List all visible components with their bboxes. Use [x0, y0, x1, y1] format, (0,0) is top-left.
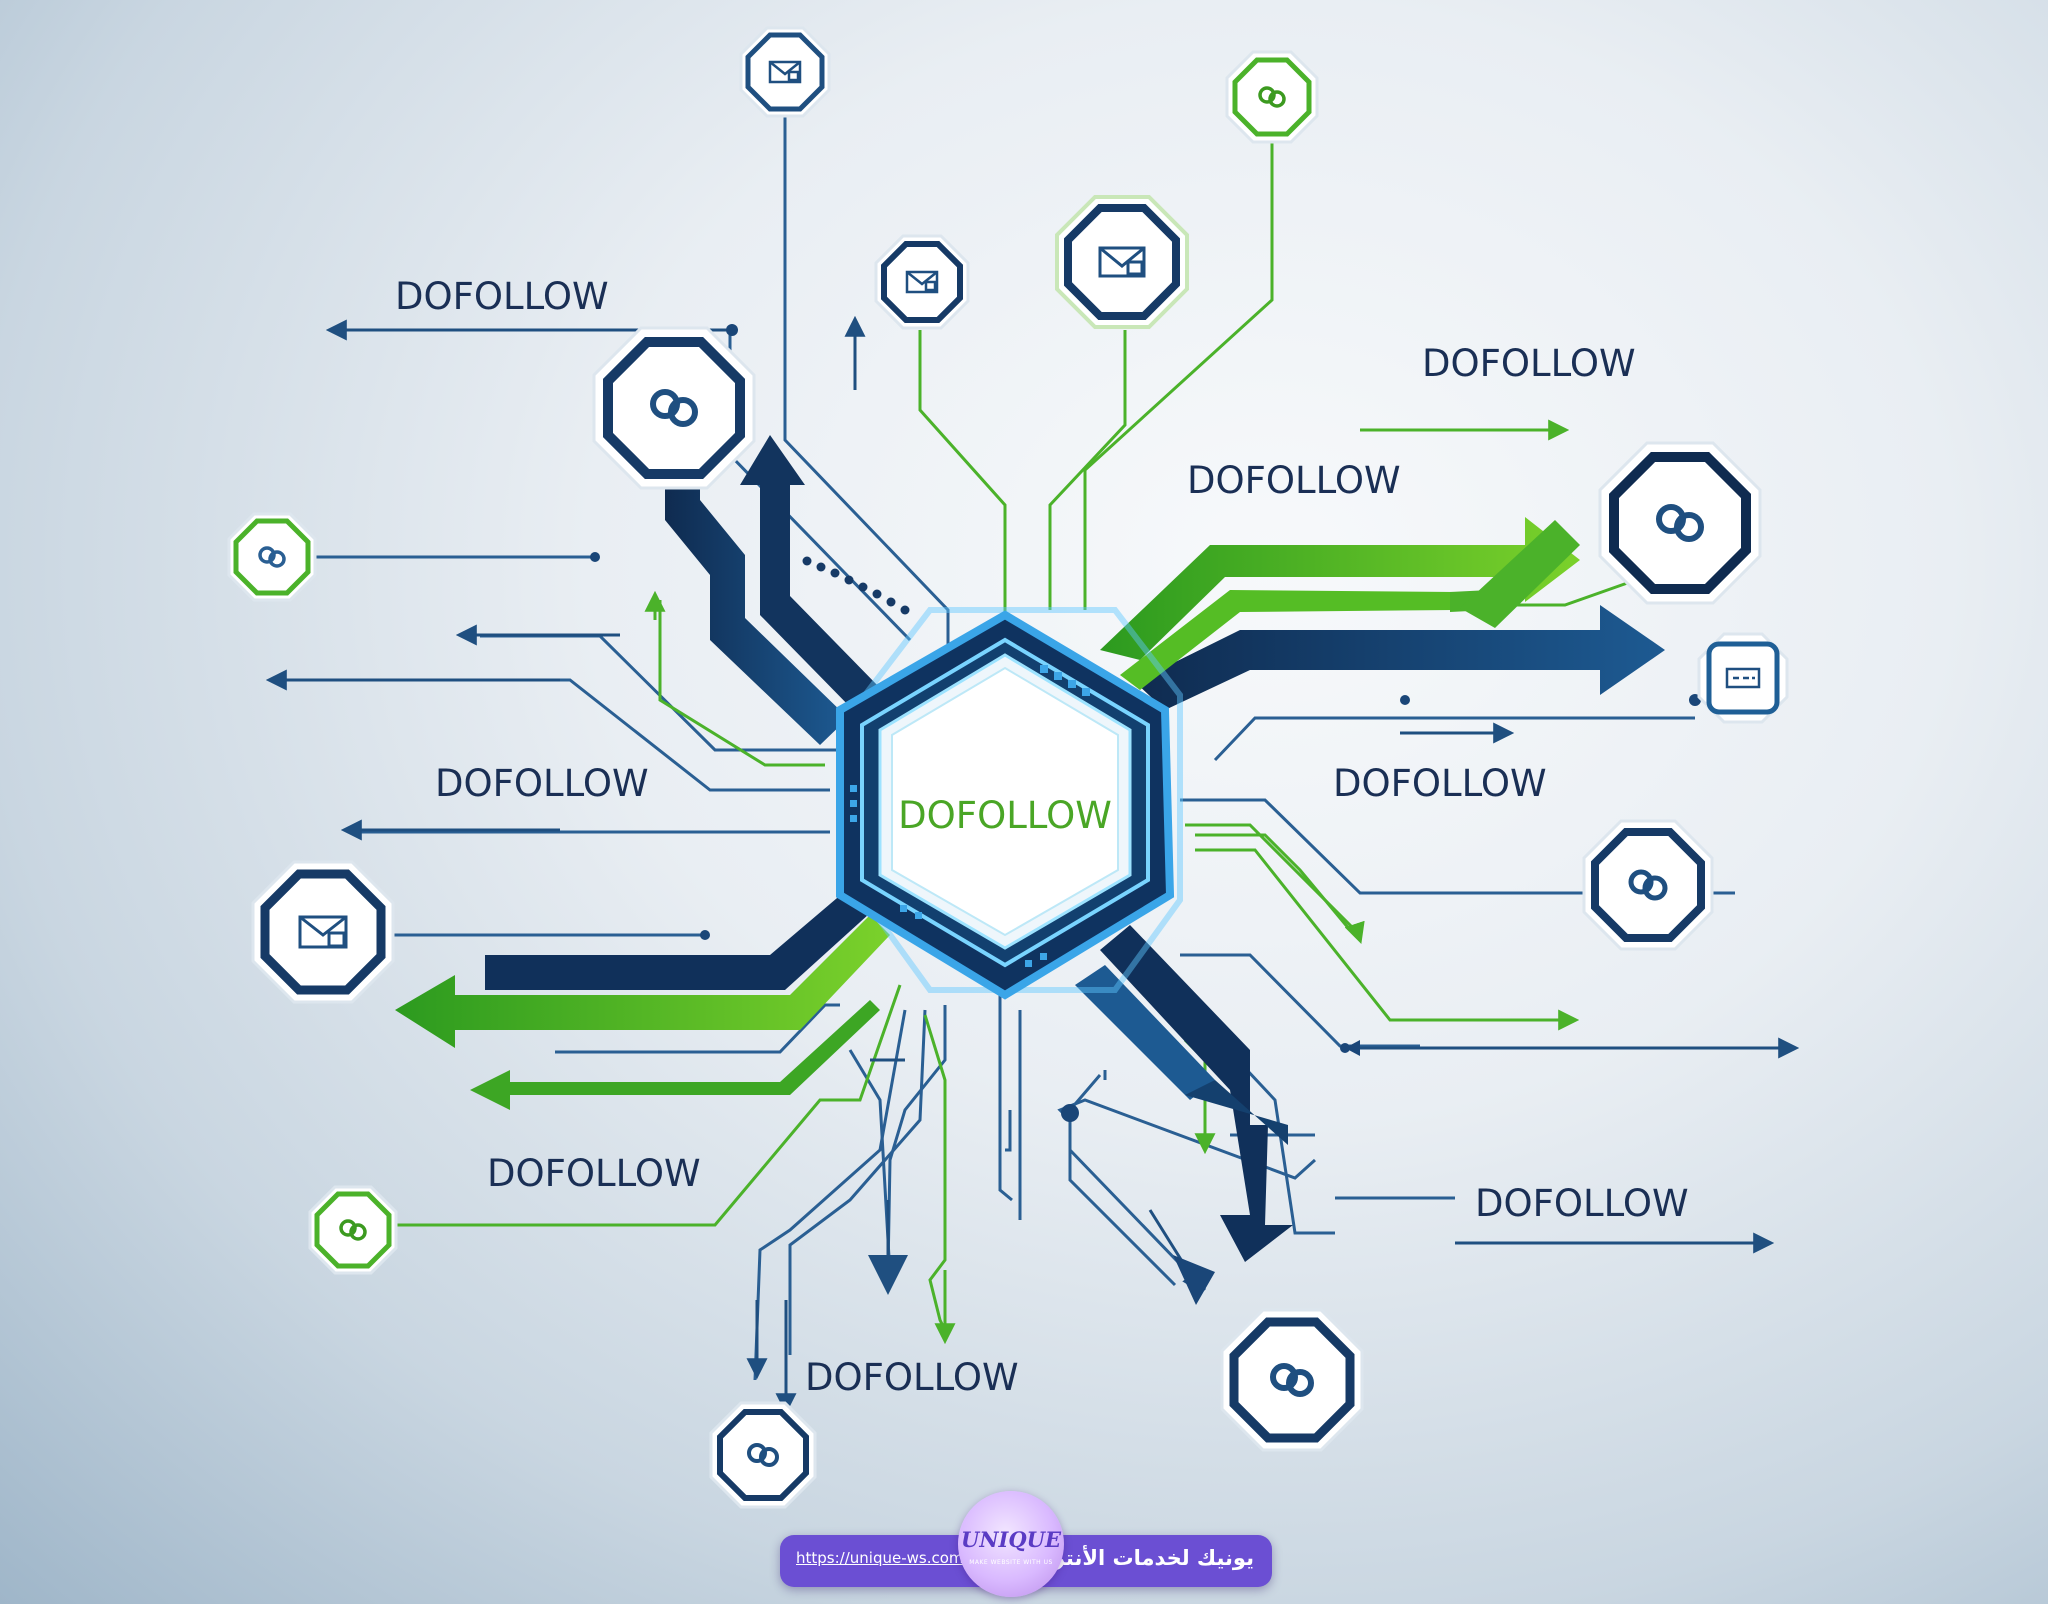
logo-text: UNIQUE	[961, 1527, 1061, 1552]
dotted-trail	[802, 556, 910, 615]
logo-tagline: MAKE WEBSITE WITH US	[969, 1559, 1053, 1566]
link-icon	[1270, 1363, 1314, 1397]
email-node	[739, 26, 831, 118]
link-node-green	[308, 1185, 398, 1275]
central-hub: DOFOLLOW	[836, 607, 1183, 1000]
email-node	[874, 234, 970, 330]
link-icon	[1628, 869, 1668, 901]
link-icon	[1258, 86, 1286, 108]
label-upper-right: DOFOLLOW	[1422, 342, 1636, 385]
link-node-green	[1225, 50, 1319, 144]
label-bottom: DOFOLLOW	[805, 1356, 1019, 1399]
code-node	[1697, 632, 1789, 724]
link-icon	[258, 546, 286, 568]
connector-dots	[590, 324, 1701, 1122]
envelope-icon	[298, 915, 348, 949]
link-node	[709, 1401, 817, 1509]
email-node	[251, 860, 395, 1004]
connector-lines-green	[310, 130, 1651, 1331]
link-node	[1220, 1308, 1364, 1452]
link-node	[592, 326, 756, 490]
thick-arrows-navy	[485, 435, 1665, 1305]
label-left: DOFOLLOW	[435, 762, 649, 805]
thin-arrows	[265, 315, 1800, 1415]
envelope-icon	[905, 270, 939, 294]
envelope-icon	[768, 60, 802, 84]
label-lower-right: DOFOLLOW	[1475, 1182, 1689, 1225]
label-mid-upper-right: DOFOLLOW	[1187, 459, 1401, 502]
label-right: DOFOLLOW	[1333, 762, 1547, 805]
link-icon	[339, 1219, 367, 1241]
center-label: DOFOLLOW	[898, 794, 1112, 837]
company-logo: UNIQUE MAKE WEBSITE WITH US	[958, 1491, 1064, 1597]
thick-arrows-green	[395, 517, 1580, 1110]
link-icon	[1656, 504, 1704, 542]
link-icon	[747, 1443, 779, 1467]
email-node	[1055, 195, 1189, 329]
window-icon	[1725, 667, 1761, 689]
link-node	[1582, 819, 1714, 951]
link-node	[1598, 441, 1762, 605]
label-top-left: DOFOLLOW	[395, 275, 609, 318]
label-lower-left: DOFOLLOW	[487, 1152, 701, 1195]
envelope-icon	[1098, 246, 1146, 278]
website-link[interactable]: https://unique-ws.com	[796, 1549, 964, 1567]
link-icon	[650, 389, 698, 427]
link-node-green	[227, 512, 317, 602]
